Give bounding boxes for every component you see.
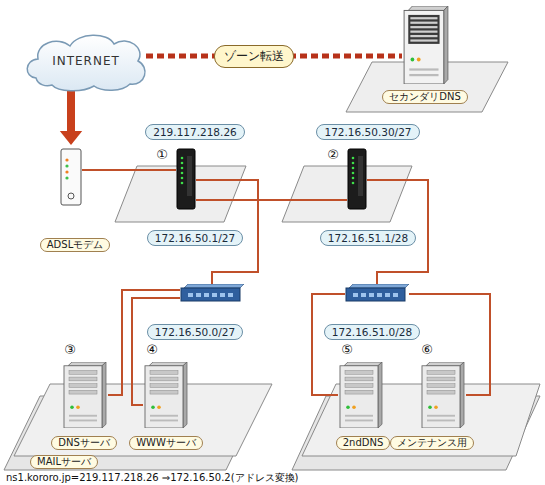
node-label: 2ndDNS [336,436,391,450]
ip-address-label: 172.16.50.0/27 [147,324,243,341]
secondary-dns-server-icon [402,6,450,84]
node-label: MAILサーバ [30,455,98,469]
connector-line [67,88,75,131]
callout-number: ② [327,147,339,163]
node-label: WWWサーバ [129,436,203,450]
node-label: メンテナンス用 [390,436,474,450]
node-label: DNSサーバ [51,436,117,450]
network-cable [60,88,82,145]
server-icon [420,362,466,428]
adsl-modem: ADSLモデム [38,145,114,257]
server: ④ WWWサーバ [130,343,205,453]
network-hub: 172.16.51.0/28 [320,282,420,344]
router-icon [176,148,196,210]
connector-line [82,169,176,171]
caption: ns1.kororo.jp=219.117.218.26 ⇒172.16.50.… [6,472,299,484]
network-hub: 172.16.50.0/27 [140,282,250,344]
internet-cloud: INTERNET [22,30,150,92]
router-icon [347,148,367,210]
ip-address-label: 219.117.218.26 [145,124,245,141]
ip-address-label: 172.16.50.1/27 [147,230,243,247]
platform [14,384,272,456]
router: ① 219.117.218.26 172.16.50.1/27 [140,120,250,250]
callout-number: ⑥ [421,342,433,358]
connector-line [196,199,347,201]
network-hub-icon [345,284,409,302]
platform [282,166,412,222]
network-cable [108,290,180,395]
network-hub-icon [180,284,244,302]
router: ② 172.16.50.30/27 172.16.51.1/28 [315,120,425,250]
callout-number: ④ [146,342,158,358]
callout-number: ⑤ [341,342,353,358]
node-label: ADSLモデム [40,238,110,252]
adsl-modem-icon [60,148,82,206]
connector-line [108,290,180,395]
connector-line [409,294,490,395]
server: ⑥ メンテナンス用 [390,343,480,453]
edge-label: ゾーン転送 [214,45,294,68]
secondary-dns-server: セカンダリDNS [380,4,472,108]
server-icon [338,362,384,428]
server-icon [62,362,108,428]
node-label: INTERNET [52,54,120,68]
ip-address-label: 172.16.51.1/28 [320,230,416,247]
callout-number: ① [156,147,168,163]
platform [346,62,508,112]
arrow-head [60,131,82,145]
server: ③ DNSサーバ MAILサーバ [30,343,115,471]
server-icon [143,362,189,428]
network-cable [82,170,176,171]
network-cable [409,294,490,395]
ip-address-label: 172.16.50.30/27 [316,124,419,141]
ip-address-label: 172.16.51.0/28 [324,324,420,341]
server: ⑤ 2ndDNS [330,343,400,453]
callout-number: ③ [64,342,76,358]
node-label: セカンダリDNS [382,90,468,104]
network-cable [196,200,347,201]
